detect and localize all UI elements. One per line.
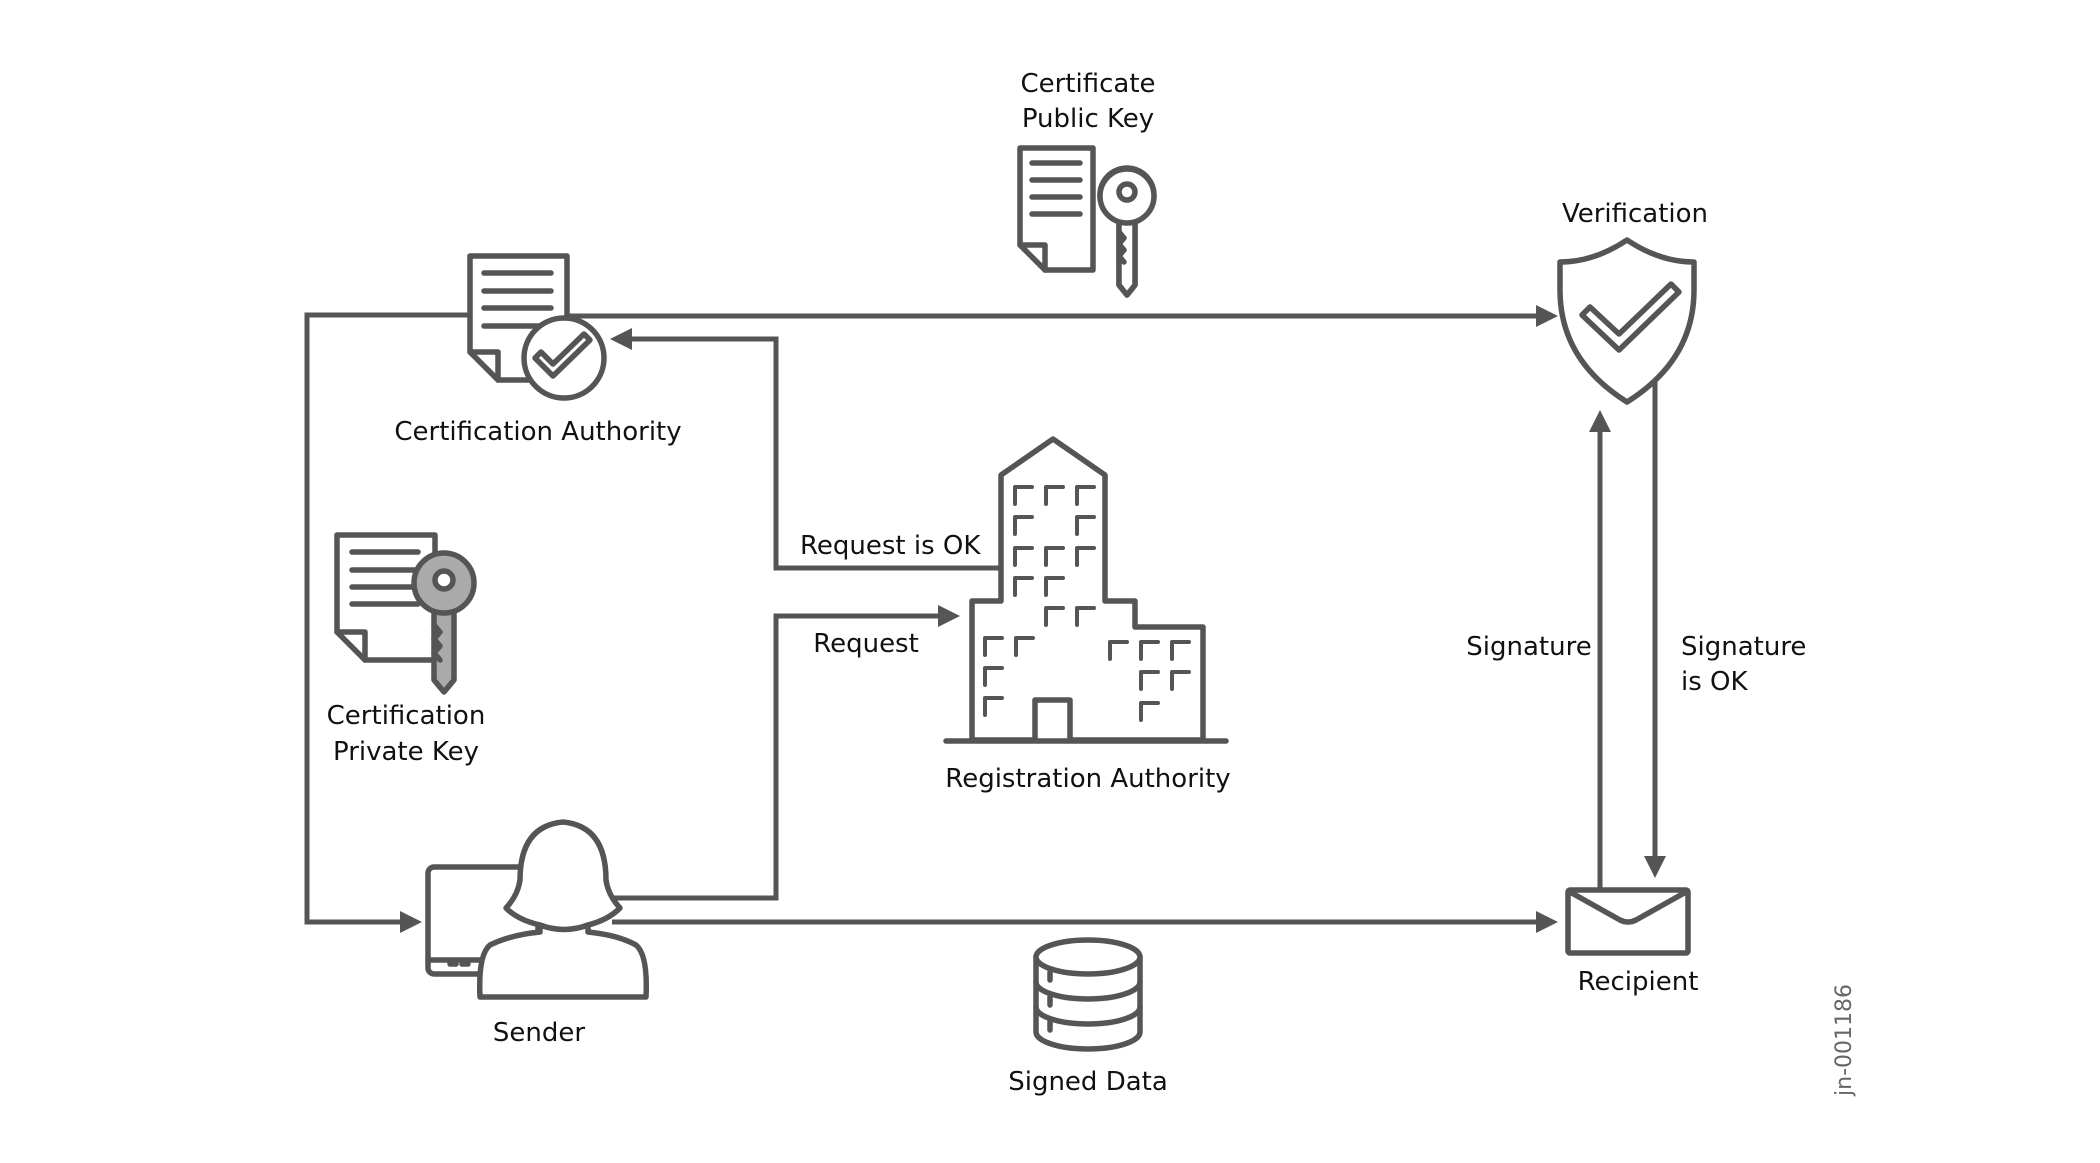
- certificate-public-key-icon: [1017, 145, 1157, 298]
- building-window-icon: [1013, 515, 1034, 536]
- certification-private-key-label-line2: Private Key: [333, 737, 479, 767]
- building-window-icon: [1075, 606, 1096, 627]
- edge-ca-to-verification: [304, 305, 1558, 933]
- request-ok-label: Request is OK: [800, 531, 981, 561]
- certification-private-key-label-line1: Certification: [327, 701, 486, 731]
- building-window-icon: [1013, 546, 1034, 567]
- signature-ok-label-line1: Signature: [1681, 632, 1806, 662]
- arrowhead-up-icon: [1589, 410, 1611, 432]
- recipient-label: Recipient: [1578, 967, 1699, 997]
- building-window-icon: [1044, 546, 1065, 567]
- building-window-icon: [1044, 606, 1065, 627]
- sender-label: Sender: [493, 1018, 585, 1048]
- edge-signed-data: [612, 911, 1558, 933]
- arrowhead-right-icon: [1536, 911, 1558, 933]
- building-window-icon: [1108, 640, 1129, 661]
- signed-data-label: Signed Data: [1008, 1067, 1168, 1097]
- registration-authority-label: Registration Authority: [945, 764, 1230, 794]
- building-window-icon: [1075, 515, 1096, 536]
- building-window-icon: [983, 696, 1004, 717]
- request-label: Request: [813, 629, 919, 659]
- building-window-icon: [983, 636, 1004, 657]
- certificate-check-icon: [467, 253, 607, 401]
- verification-label: Verification: [1562, 199, 1708, 229]
- certification-authority-label: Certification Authority: [394, 417, 681, 447]
- database-icon: [1033, 937, 1143, 1052]
- building-window-icon: [983, 666, 1004, 687]
- arrowhead-left-icon: [610, 328, 632, 350]
- arrowhead-right-icon: [1536, 305, 1558, 327]
- envelope-icon: [1565, 887, 1691, 956]
- certificate-public-key-label-line1: Certificate: [1020, 69, 1155, 99]
- user-at-computer-icon: [425, 819, 650, 1000]
- building-window-icon: [1075, 546, 1096, 567]
- building-icon: [943, 436, 1229, 744]
- edge-signature: [1589, 410, 1611, 890]
- arrowhead-right-icon: [400, 911, 422, 933]
- building-window-icon: [1044, 576, 1065, 597]
- certificate-public-key-label-line2: Public Key: [1022, 104, 1154, 134]
- signature-ok-label-line2: is OK: [1681, 667, 1748, 697]
- private-key-icon: [334, 532, 477, 695]
- building-window-icon: [1044, 485, 1065, 506]
- building-window-icon: [1013, 485, 1034, 506]
- building-window-icon: [1075, 485, 1096, 506]
- edge-request: [612, 605, 960, 901]
- edge-signature-ok: [1644, 380, 1666, 878]
- edge-request-ok: [610, 328, 1002, 571]
- building-window-icon: [1139, 670, 1160, 691]
- building-window-icon: [1170, 670, 1191, 691]
- signature-label: Signature: [1466, 632, 1591, 662]
- building-window-icon: [1139, 640, 1160, 661]
- arrowhead-down-icon: [1644, 856, 1666, 878]
- shield-check-icon: [1557, 237, 1697, 405]
- arrowhead-right-icon: [938, 605, 960, 627]
- building-window-icon: [1139, 701, 1160, 722]
- building-window-icon: [1014, 636, 1035, 657]
- figure-id: jn-001186: [1832, 984, 1857, 1097]
- building-window-icon: [1013, 576, 1034, 597]
- building-window-icon: [1170, 640, 1191, 661]
